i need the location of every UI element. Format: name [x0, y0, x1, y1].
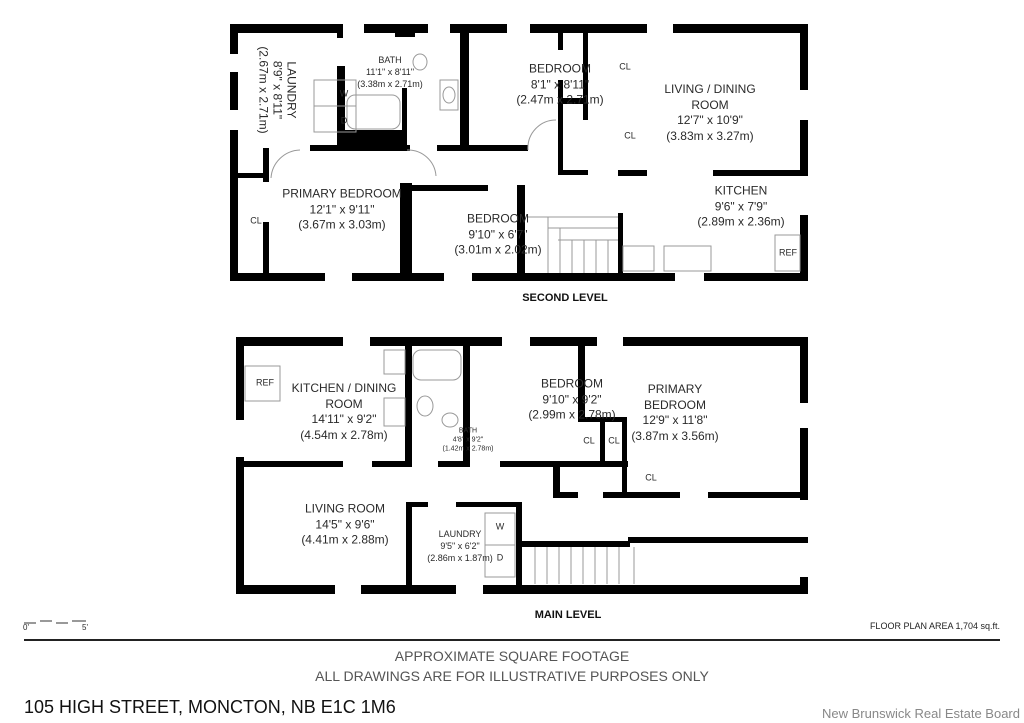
room-metric: (2.67m x 2.71m)	[257, 46, 272, 134]
main-level-walls	[236, 337, 808, 594]
level-title-second: SECOND LEVEL	[522, 292, 608, 304]
closet-label: CL	[619, 61, 631, 72]
room-dims: 4'8" x 9'2"	[452, 436, 484, 444]
room-laundry-main: LAUNDRY 9'5" x 6'2" (2.86m x 1.87m)	[427, 528, 493, 564]
closet-label: CL	[250, 215, 262, 226]
room-metric: (1.42m x 2.78m)	[442, 445, 494, 453]
closet-label: CL	[645, 472, 657, 483]
room-laundry-upper: LAUNDRY 8'9" x 8'11" (2.67m x 2.71m)	[256, 46, 299, 134]
room-name: KITCHEN	[714, 183, 768, 198]
room-name: BEDROOM	[528, 61, 591, 76]
room-name: PRIMARY	[647, 381, 703, 396]
room-dims: 12'1" x 9'11"	[309, 202, 375, 217]
room-bedroom-main: BEDROOM 9'10" x 9'2" (2.99m x 2.78m)	[528, 377, 615, 424]
disclaimer-illustrative: ALL DRAWINGS ARE FOR ILLUSTRATIVE PURPOS…	[315, 668, 709, 684]
room-metric: (3.67m x 3.03m)	[298, 217, 386, 232]
dryer-label: D	[340, 115, 348, 126]
room-bedroom-upper-1: BEDROOM 8'1" x 8'11" (2.47m x 2.71m)	[516, 62, 603, 109]
room-living-dining-upper: LIVING / DINING ROOM 12'7" x 10'9" (3.83…	[664, 82, 755, 144]
room-metric: (4.54m x 2.78m)	[300, 427, 388, 442]
room-name-2: ROOM	[325, 396, 363, 411]
room-metric: (3.38m x 2.71m)	[357, 79, 423, 90]
level-title-main: MAIN LEVEL	[534, 609, 602, 621]
washer-label: W	[495, 521, 505, 532]
closet-label: CL	[583, 435, 595, 446]
room-primary-bedroom-main: PRIMARY BEDROOM 12'9" x 11'8" (3.87m x 3…	[631, 382, 718, 444]
fridge-label: REF	[256, 377, 274, 388]
room-dims: 8'1" x 8'11"	[530, 77, 590, 92]
closet-label: CL	[624, 130, 636, 141]
room-name: BATH	[458, 427, 478, 435]
room-metric: (3.01m x 2.02m)	[454, 242, 542, 257]
room-metric: (2.86m x 1.87m)	[427, 553, 493, 564]
scale-end-label: 5'	[82, 623, 88, 632]
room-bedroom-upper-2: BEDROOM 9'10" x 6'7" (3.01m x 2.02m)	[454, 212, 541, 259]
room-dims: 9'5" x 6'2"	[440, 540, 480, 551]
room-dims: 9'10" x 6'7"	[468, 227, 528, 242]
second-level-fixtures	[270, 53, 801, 273]
main-level-fixtures	[244, 349, 635, 584]
room-name: BEDROOM	[540, 376, 603, 391]
washer-label: W	[339, 88, 349, 99]
dryer-label: D	[496, 552, 504, 563]
room-bath-main: BATH 4'8" x 9'2" (1.42m x 2.78m)	[443, 426, 494, 453]
room-metric: (2.89m x 2.36m)	[697, 214, 785, 229]
room-kitchen-dining-main: KITCHEN / DINING ROOM 14'11" x 9'2" (4.5…	[292, 381, 397, 443]
room-dims: 14'5" x 9'6"	[315, 517, 375, 532]
second-level-walls	[230, 24, 808, 281]
room-metric: (2.99m x 2.78m)	[528, 407, 616, 422]
room-kitchen-upper: KITCHEN 9'6" x 7'9" (2.89m x 2.36m)	[697, 184, 784, 231]
room-metric: (2.47m x 2.71m)	[516, 92, 604, 107]
room-living-room-main: LIVING ROOM 14'5" x 9'6" (4.41m x 2.88m)	[301, 502, 388, 549]
room-dims: 12'9" x 11'8"	[642, 413, 708, 427]
room-name-2: BEDROOM	[643, 397, 706, 412]
room-name: LIVING / DINING	[664, 81, 756, 96]
room-name: LIVING ROOM	[304, 501, 385, 516]
room-dims: 8'9" x 8'11"	[270, 60, 285, 120]
room-name: LAUNDRY	[284, 61, 299, 119]
room-metric: (4.41m x 2.88m)	[301, 532, 389, 547]
room-metric: (3.87m x 3.56m)	[631, 428, 719, 443]
room-name: BATH	[378, 54, 402, 65]
room-name-2: ROOM	[691, 97, 729, 112]
room-dims: 12'7" x 10'9"	[677, 113, 743, 127]
room-dims: 14'11" x 9'2"	[311, 412, 377, 426]
room-name: KITCHEN / DINING	[291, 380, 397, 395]
room-name: BEDROOM	[466, 211, 529, 226]
room-primary-bedroom-upper: PRIMARY BEDROOM 12'1" x 9'11" (3.67m x 3…	[282, 187, 402, 234]
room-bath-upper: BATH 11'1" x 8'11" (3.38m x 2.71m)	[357, 54, 423, 90]
room-name: PRIMARY BEDROOM	[282, 186, 402, 201]
room-dims: 11'1" x 8'11"	[365, 66, 415, 77]
scale-bar	[24, 620, 86, 624]
property-address: 105 HIGH STREET, MONCTON, NB E1C 1M6	[24, 697, 396, 717]
room-dims: 9'6" x 7'9"	[714, 199, 768, 214]
floor-plan-area: FLOOR PLAN AREA 1,704 sq.ft.	[869, 621, 1000, 631]
scale-start-label: 0'	[23, 623, 29, 632]
disclaimer-square-footage: APPROXIMATE SQUARE FOOTAGE	[394, 648, 630, 664]
room-name: LAUNDRY	[438, 528, 482, 539]
room-dims: 9'10" x 9'2"	[542, 392, 602, 407]
fridge-label: REF	[779, 247, 797, 258]
closet-label: CL	[608, 435, 620, 446]
room-metric: (3.83m x 3.27m)	[666, 128, 754, 143]
credit-watermark: New Brunswick Real Estate Board	[822, 706, 1020, 721]
